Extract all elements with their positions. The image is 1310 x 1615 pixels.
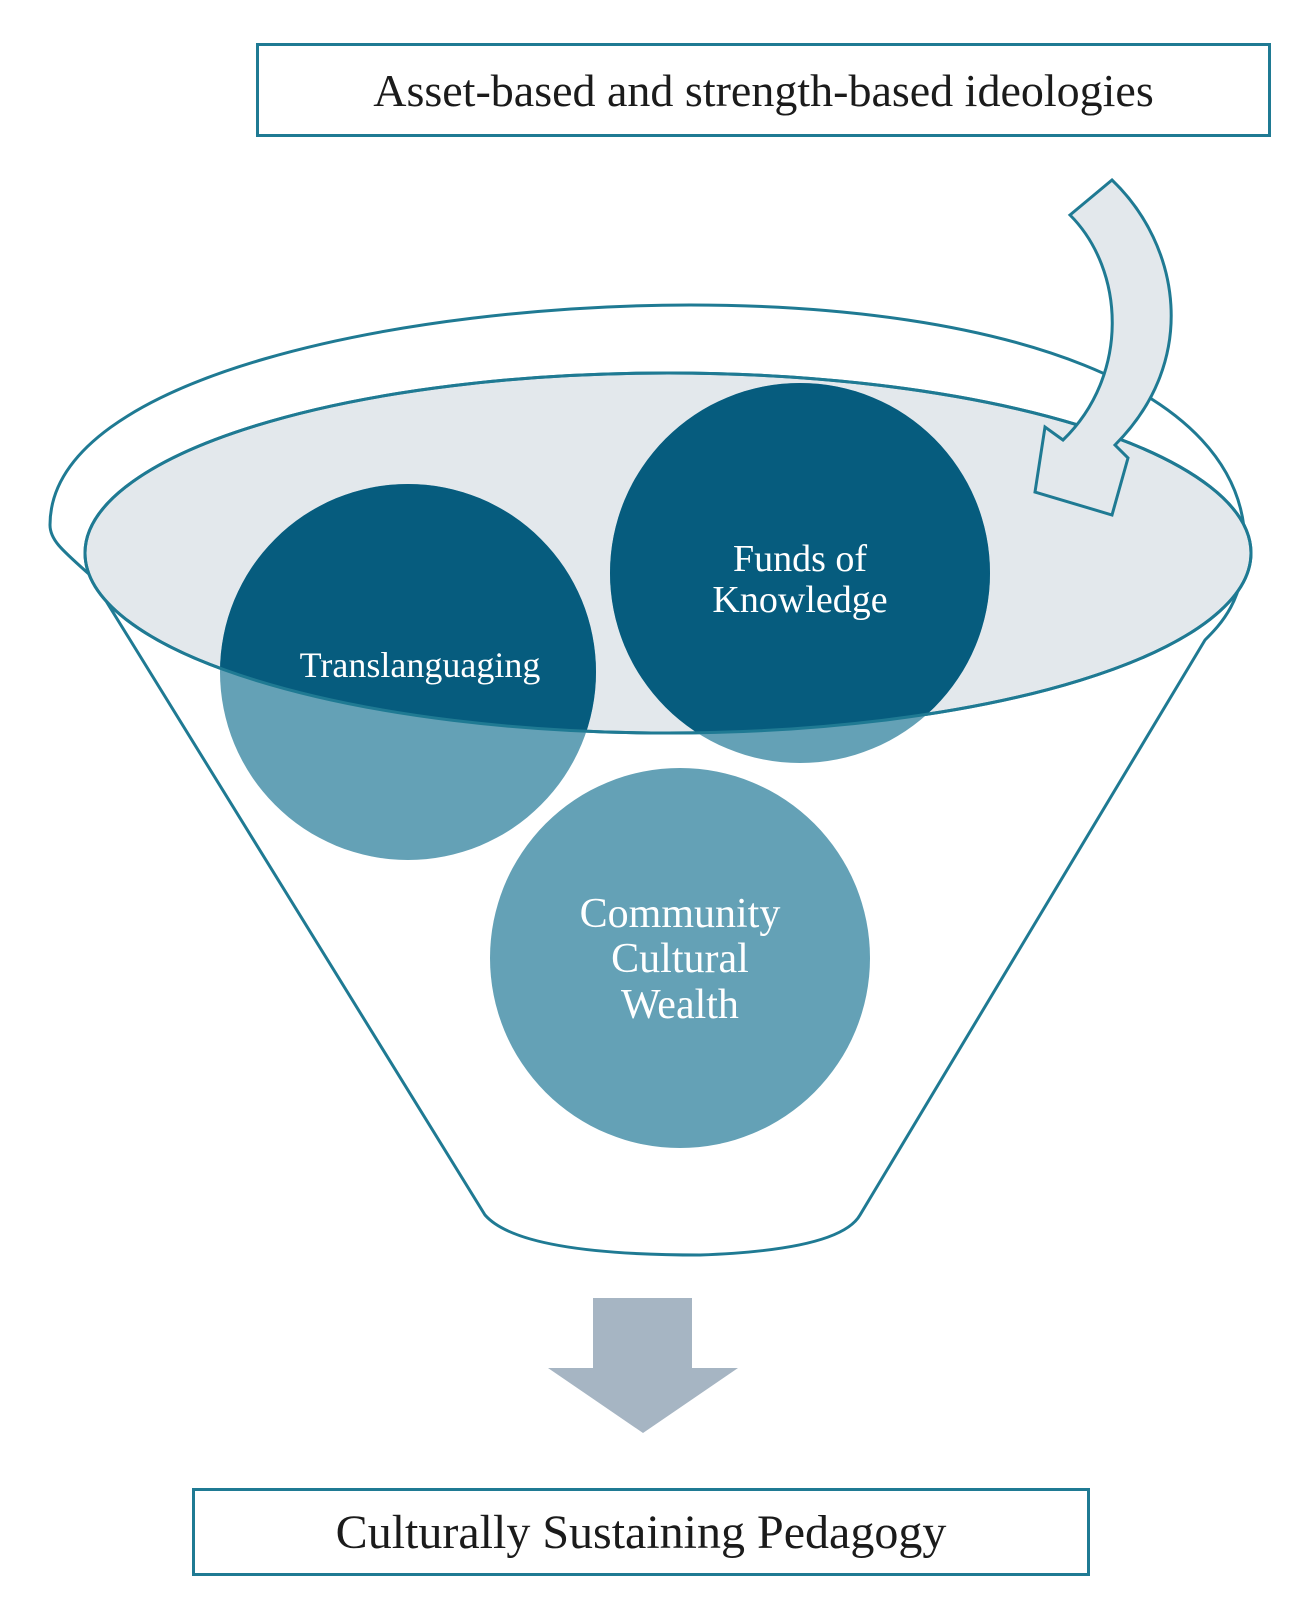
translanguaging-label: Translanguaging xyxy=(299,644,541,685)
community-cultural-wealth-label: Community Cultural Wealth xyxy=(579,890,781,1028)
funnel-rim-edge xyxy=(83,371,1253,735)
curved-arrow-icon xyxy=(1033,177,1173,517)
funds-of-knowledge-label: Funds of Knowledge xyxy=(712,537,888,621)
circle-community-cultural-wealth xyxy=(490,768,870,1148)
top-label-box: Asset-based and strength-based ideologie… xyxy=(256,43,1271,137)
circle-translanguaging xyxy=(220,484,596,733)
top-label-text: Asset-based and strength-based ideologie… xyxy=(373,64,1154,116)
bottom-label-text: Culturally Sustaining Pedagogy xyxy=(335,1505,947,1559)
circle-funds-of-knowledge xyxy=(610,383,990,733)
bottom-label-box: Culturally Sustaining Pedagogy xyxy=(192,1488,1090,1576)
down-arrow-icon xyxy=(548,1298,738,1433)
